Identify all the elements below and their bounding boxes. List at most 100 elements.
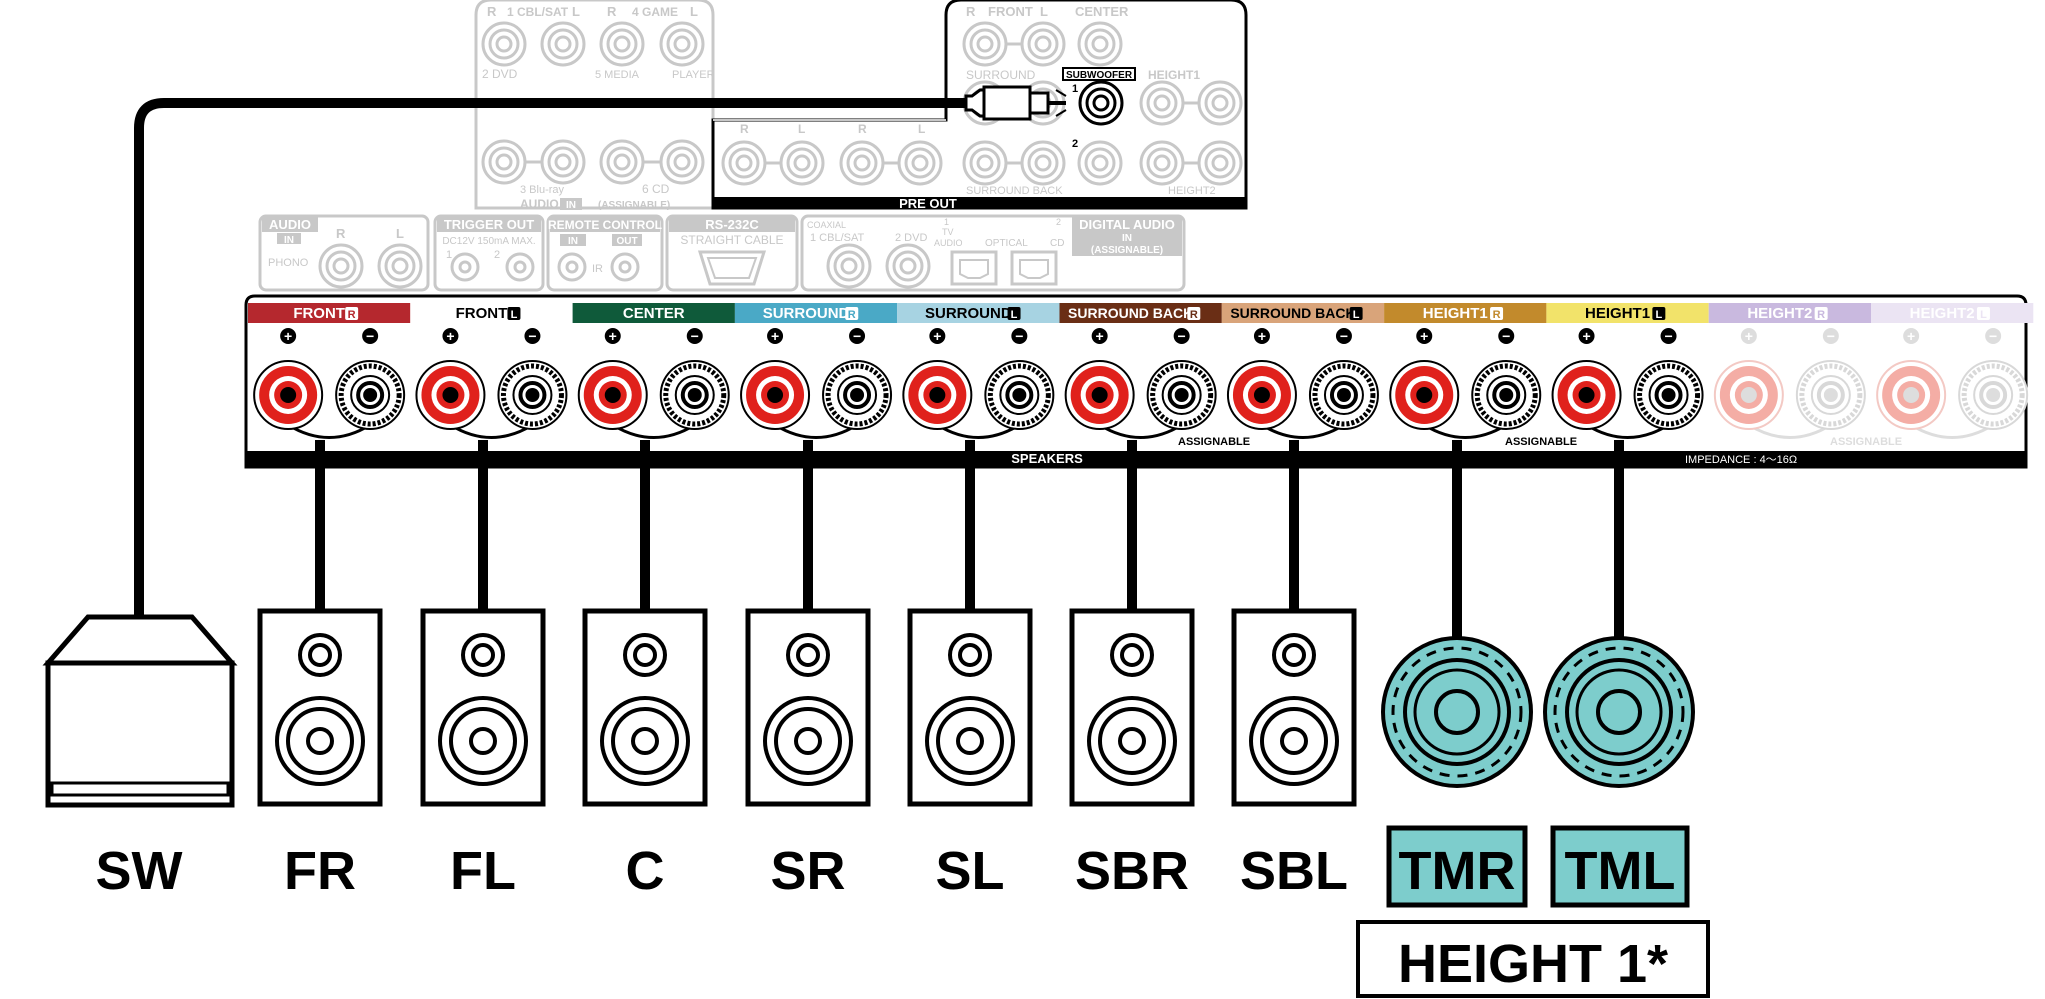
positive-speaker-post [1064,360,1135,430]
assignable-label: ASSIGNABLE [1830,436,1902,448]
label-r: R [858,122,867,136]
rca-jack [540,139,586,185]
label-in: IN [1122,233,1132,244]
rca-jack [599,21,645,67]
svg-text:+: + [771,328,779,344]
terminal-side-label: L [511,309,518,321]
rca-jack [839,140,885,186]
minus-terminal-mark: − [1660,328,1677,344]
label-media: 5 MEDIA [595,69,640,81]
label-cbl-sat: 1 CBL/SAT [810,232,864,244]
svg-text:−: − [853,328,861,344]
plus-terminal-mark: + [604,328,621,344]
label-center: CENTER [1075,4,1129,19]
minus-terminal-mark: − [362,328,379,344]
negative-speaker-post [661,361,729,429]
terminal-side-label: R [848,309,856,321]
label-r: R [607,4,617,19]
label-digital-audio: DIGITAL AUDIO [1079,217,1175,232]
label-sub-1: 1 [1072,83,1078,95]
terminal-side-label: R [1190,309,1198,321]
assignable-label: ASSIGNABLE [1505,436,1577,448]
terminal-link [1585,423,1670,439]
label-tml: TML [1565,841,1676,901]
terminal-group-label: SURROUND [925,305,1012,322]
negative-speaker-post [498,361,566,429]
positive-speaker-post [902,360,973,430]
speaker-top-middle-right [1381,636,1533,788]
rca-jack [659,21,705,67]
label-r: R [740,122,749,136]
negative-speaker-post [1959,361,2027,429]
rca-jack [962,140,1008,186]
negative-speaker-post [1310,361,1378,429]
minus-terminal-mark: − [1498,328,1515,344]
label-player: PLAYER [672,69,715,81]
rca-jack [1077,140,1123,186]
terminal-group-label: HEIGHT1 [1585,305,1650,322]
positive-speaker-post [1226,360,1297,430]
label-fr: FR [284,841,356,901]
subwoofer-speaker [42,614,238,808]
label-assignable: (ASSIGNABLE) [598,200,670,211]
speaker-front-right [260,611,380,804]
rca-jack [659,139,705,185]
terminal-group-label: SURROUND BACK [1068,305,1193,321]
label-audio: AUDIO [520,197,559,211]
svg-text:+: + [1420,328,1428,344]
terminal-group-label: HEIGHT2 [1910,305,1975,322]
rca-jack [1020,140,1066,186]
rca-jack [481,139,527,185]
plus-terminal-mark: + [767,328,784,344]
negative-speaker-post [823,361,891,429]
minus-terminal-mark: − [524,328,541,344]
rca-jack [897,140,943,186]
label-height1: HEIGHT1 [1148,68,1200,82]
plus-terminal-mark: + [1578,328,1595,344]
minus-terminal-mark: − [1822,328,1839,344]
label-height2: HEIGHT2 [1168,185,1216,197]
terminal-link [1423,423,1508,439]
rca-jack [779,140,825,186]
positive-speaker-post [415,360,486,430]
label-tmr: TMR [1399,841,1516,901]
terminal-side-label: R [348,309,356,321]
rca-jack [1020,21,1066,67]
negative-speaker-post [1472,361,1540,429]
plus-terminal-mark: + [1091,328,1108,344]
terminal-side-label: R [1817,309,1825,321]
label-tv: TV [942,227,954,237]
terminal-link [1748,423,1832,439]
subwoofer-cable [134,85,1067,615]
minus-terminal-mark: − [1985,328,2002,344]
terminal-group-label: CENTER [623,305,685,322]
label-cd-2: 2 [1056,217,1061,227]
assignable-label: ASSIGNABLE [1178,436,1250,448]
label-phono: PHONO [268,257,309,269]
label-sbr: SBR [1075,841,1189,901]
svg-text:−: − [1664,328,1672,344]
label-l: L [918,122,925,136]
positive-speaker-post [1389,360,1460,430]
label-in: IN [566,200,576,211]
label-l: L [690,4,698,19]
label-straight-cable: STRAIGHT CABLE [680,233,783,247]
label-assignable: (ASSIGNABLE) [1091,245,1163,256]
minus-terminal-mark: − [686,328,703,344]
rca-jack [377,243,423,289]
speakers-title: SPEAKERS [1011,451,1083,466]
label-bluray: 3 Blu-ray [520,184,565,196]
svg-text:−: − [1015,328,1023,344]
connector-row: AUDIO IN PHONO R L TRIGGER OUT DC12V 150… [258,214,1186,292]
label-cbl-sat: 1 CBL/SAT [507,5,569,19]
terminal-group-label: FRONT [456,305,508,322]
svg-text:+: + [1096,328,1104,344]
terminal-link [287,423,371,439]
rca-jack [721,140,767,186]
label-fl: FL [450,841,516,901]
